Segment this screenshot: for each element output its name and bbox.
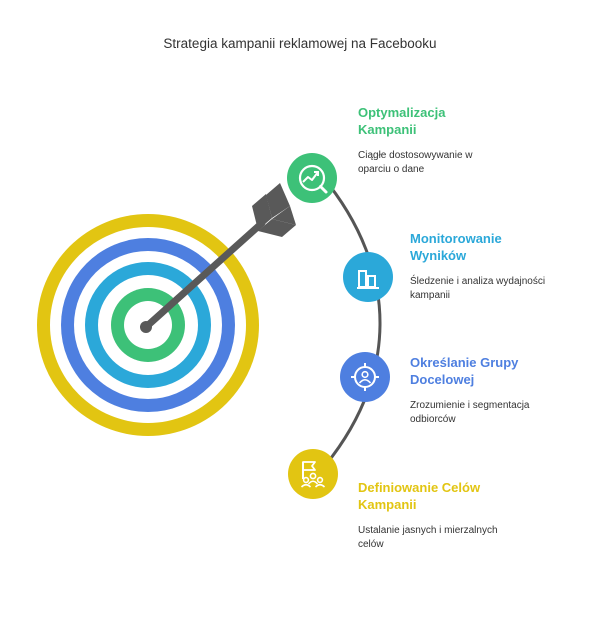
diagram-title: Strategia kampanii reklamowej na Faceboo…: [163, 36, 437, 51]
step-goals-heading: Definiowanie Celów Kampanii: [358, 480, 481, 512]
step-targeting-icon-button[interactable]: [340, 352, 390, 402]
step-goals-icon-button[interactable]: [288, 449, 338, 499]
step-monitoring-heading: Monitorowanie Wyników: [410, 231, 502, 263]
connector-arc: [316, 175, 382, 475]
step-goals: Definiowanie Celów Kampanii Ustalanie ja…: [358, 479, 558, 552]
step-optimization: Optymalizacja Kampanii Ciągłe dostosowyw…: [358, 104, 558, 177]
step-monitoring-icon-button[interactable]: [343, 252, 393, 302]
flag-team-icon: [300, 461, 326, 488]
arrow-icon: [140, 183, 296, 333]
step-monitoring-description: Śledzenie i analiza wydajności kampanii: [410, 276, 546, 301]
step-targeting-heading: Określanie Grupy Docelowej: [410, 355, 519, 387]
chart-magnifier-icon: [298, 164, 328, 194]
step-optimization-description: Ciągłe dostosowywanie w oparciu o dane: [358, 150, 473, 175]
step-targeting-description: Zrozumienie i segmentacja odbiorców: [410, 400, 530, 425]
bar-chart-icon: [357, 270, 379, 289]
step-targeting: Określanie Grupy Docelowej Zrozumienie i…: [410, 354, 600, 427]
step-monitoring: Monitorowanie Wyników Śledzenie i analiz…: [410, 230, 600, 303]
target-person-icon: [351, 363, 379, 391]
step-optimization-icon-button[interactable]: [287, 153, 337, 203]
step-goals-description: Ustalanie jasnych i mierzalnych celów: [358, 525, 498, 550]
step-optimization-heading: Optymalizacja Kampanii: [358, 105, 446, 137]
